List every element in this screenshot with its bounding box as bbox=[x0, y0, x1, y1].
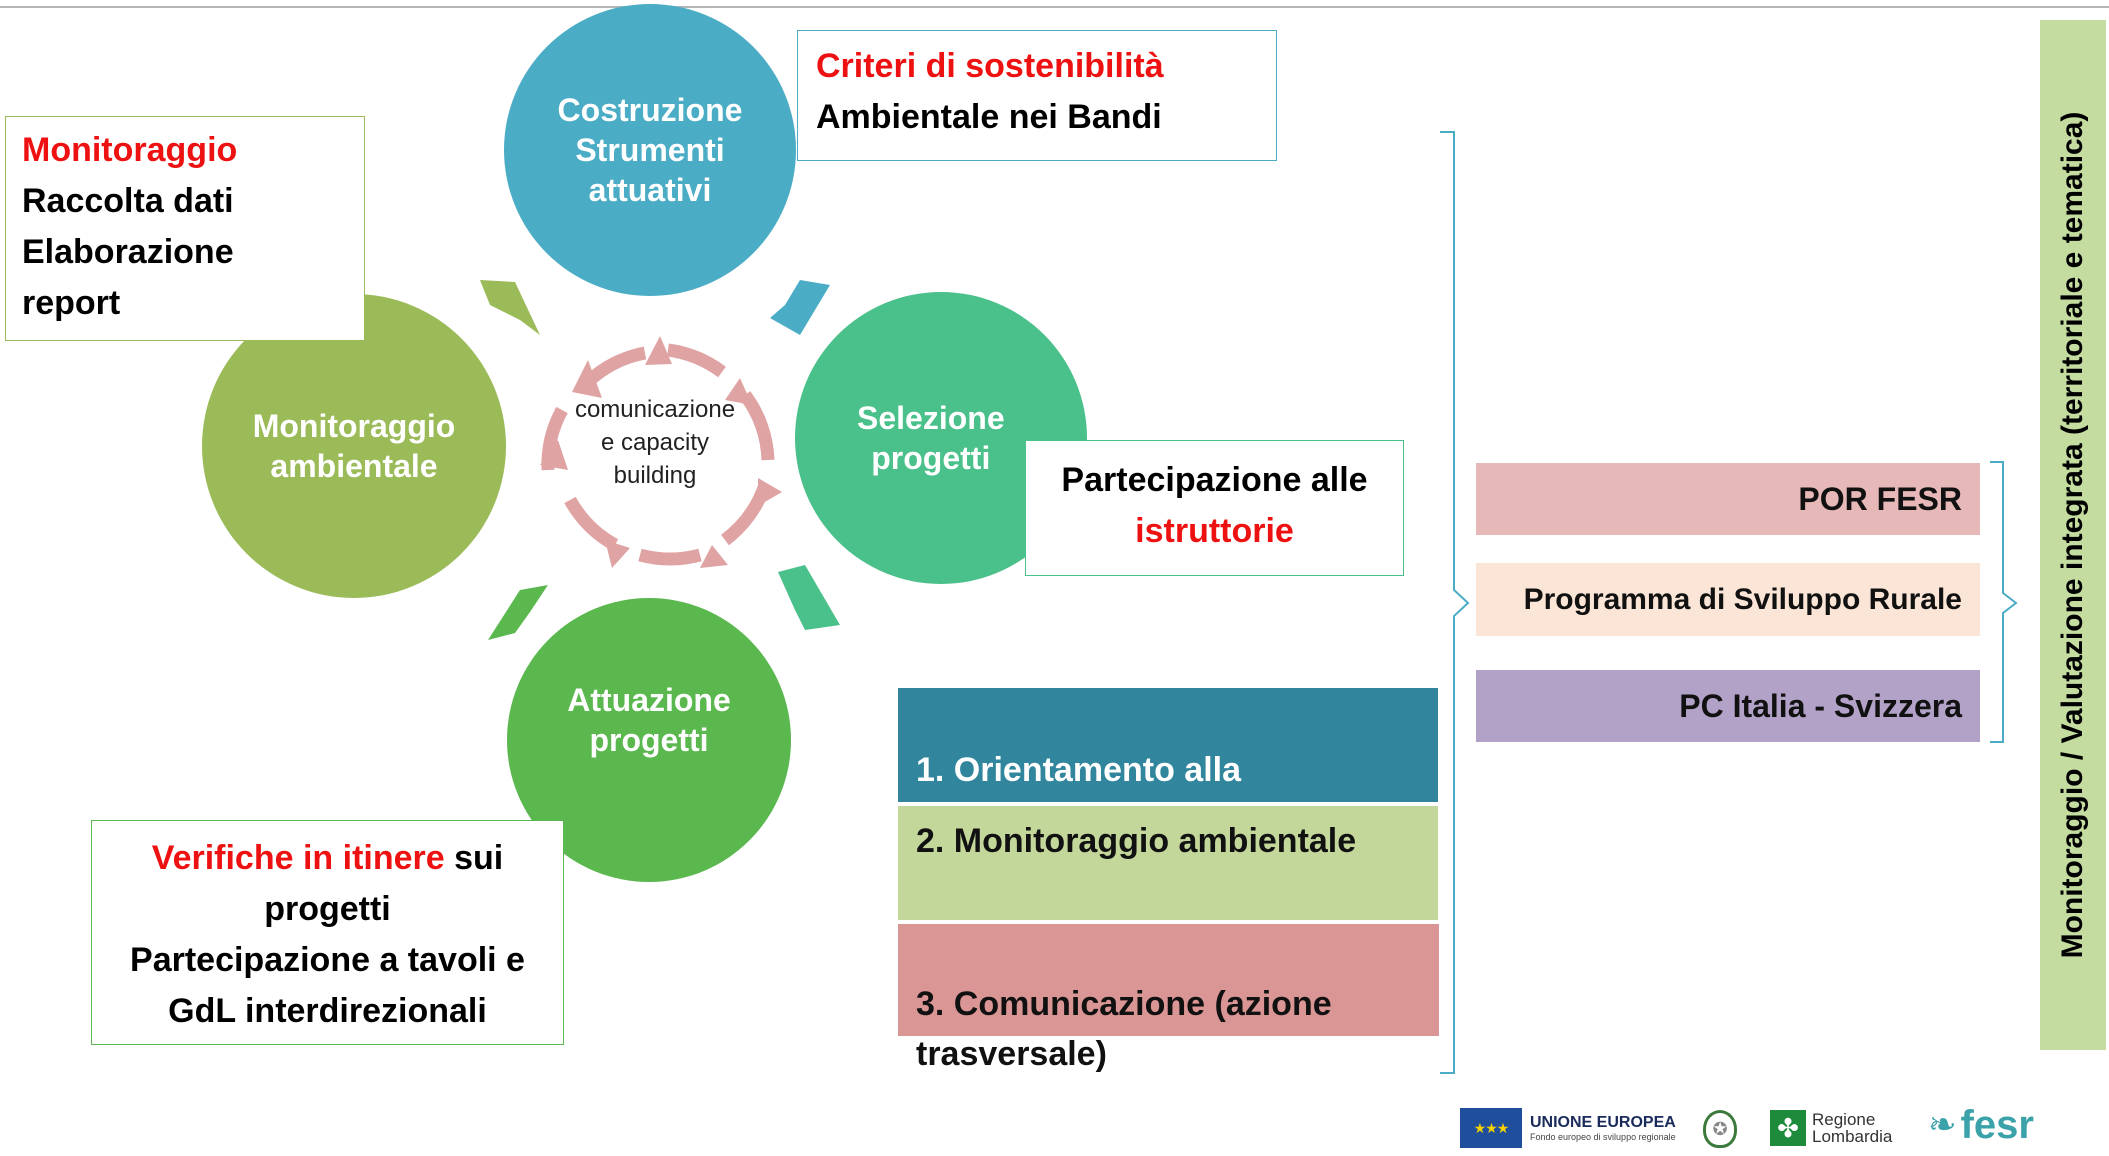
programme-psr-label: Programma di Sviluppo Rurale bbox=[1523, 582, 1962, 616]
monitoraggio-line-1: Raccolta dati bbox=[22, 182, 234, 220]
eu-flag-icon: ★★★ bbox=[1460, 1108, 1522, 1148]
callout-criteri: Criteri di sostenibilità Ambientale nei … bbox=[797, 30, 1277, 161]
criteri-red: Criteri di sostenibilità bbox=[816, 47, 1164, 85]
regione-text: Regione Lombardia bbox=[1812, 1111, 1892, 1145]
monitoraggio-line-2: Elaborazione bbox=[22, 233, 234, 271]
regione-line-2: Lombardia bbox=[1812, 1127, 1893, 1146]
logo-fesr: ❧ fesr bbox=[1928, 1103, 2034, 1147]
action-monitoraggio-label: 2. Monitoraggio ambientale bbox=[916, 822, 1357, 860]
logo-regione: ✤ Regione Lombardia bbox=[1770, 1110, 1892, 1146]
programme-por-fesr: POR FESR bbox=[1476, 463, 1980, 535]
emblem-italy-icon: ✪ bbox=[1703, 1110, 1737, 1148]
verifiche-black: sui bbox=[444, 839, 504, 877]
eu-subtitle: Fondo europeo di sviluppo regionale bbox=[1530, 1132, 1676, 1142]
regione-rose-icon: ✤ bbox=[1770, 1110, 1806, 1146]
regione-line-1: Regione bbox=[1812, 1110, 1876, 1129]
callout-monitoraggio: Monitoraggio Raccolta dati Elaborazione … bbox=[5, 116, 365, 341]
side-label-text: Monitoraggio / Valutazione integrata (te… bbox=[2056, 111, 2089, 959]
programme-por-fesr-label: POR FESR bbox=[1798, 480, 1962, 517]
monitoraggio-red: Monitoraggio bbox=[22, 131, 238, 169]
action-comunicazione: 3. Comunicazione (azione trasversale) bbox=[898, 924, 1439, 1073]
programme-italia-svizzera: PC Italia - Svizzera bbox=[1476, 670, 1980, 742]
verifiche-line-3: GdL interdirezionali bbox=[168, 992, 487, 1030]
action-monitoraggio: 2. Monitoraggio ambientale bbox=[898, 806, 1438, 920]
top-divider bbox=[0, 6, 2109, 8]
cycle-ring-heads bbox=[540, 336, 782, 568]
stage-monitoraggio: Monitoraggio ambientale bbox=[202, 294, 506, 598]
brace-programmes bbox=[1990, 461, 2018, 743]
eu-title: UNIONE EUROPEA bbox=[1530, 1114, 1676, 1131]
programme-italia-svizzera-label: PC Italia - Svizzera bbox=[1679, 687, 1962, 724]
brace-actions bbox=[1440, 131, 1470, 1074]
arrow-attuazione-to-monitor bbox=[488, 585, 548, 640]
monitoraggio-line-3: report bbox=[22, 284, 121, 322]
arrow-costruzione-to-selezione bbox=[770, 280, 830, 335]
logo-eu: ★★★ UNIONE EUROPEA Fondo europeo di svil… bbox=[1460, 1108, 1676, 1148]
istruttorie-black: Partecipazione alle bbox=[1061, 461, 1368, 499]
verifiche-line-1: progetti bbox=[264, 890, 391, 928]
action-comunicazione-label: 3. Comunicazione (azione trasversale) bbox=[916, 985, 1332, 1073]
programme-psr: Programma di Sviluppo Rurale bbox=[1476, 563, 1980, 636]
verifiche-line-2: Partecipazione a tavoli e bbox=[130, 941, 525, 979]
eu-text: UNIONE EUROPEA Fondo europeo di sviluppo… bbox=[1530, 1114, 1676, 1142]
callout-verifiche: Verifiche in itinere sui progetti Partec… bbox=[91, 820, 564, 1045]
arrow-selezione-to-attuazione bbox=[778, 565, 840, 630]
side-label-box: Monitoraggio / Valutazione integrata (te… bbox=[2040, 20, 2106, 1050]
stage-costruzione: Costruzione Strumenti attuativi bbox=[504, 4, 796, 296]
cycle-center-label: comunicazione e capacity building bbox=[545, 393, 765, 492]
fesr-leaf-icon: ❧ bbox=[1928, 1106, 1957, 1144]
center-line-2: e capacity bbox=[600, 429, 710, 456]
center-line-3: building bbox=[613, 462, 697, 489]
callout-istruttorie: Partecipazione alle istruttorie bbox=[1025, 440, 1404, 576]
arrow-monitor-to-costruzione bbox=[480, 280, 540, 335]
verifiche-red: Verifiche in itinere bbox=[151, 839, 445, 877]
criteri-black: Ambientale nei Bandi bbox=[816, 98, 1162, 136]
center-line-1: comunicazione bbox=[574, 396, 736, 423]
fesr-text: fesr bbox=[1960, 1103, 2034, 1147]
verifiche-first-line: Verifiche in itinere sui bbox=[92, 833, 563, 884]
action-orientamento: 1. Orientamento alla sostenibilità ambie… bbox=[898, 688, 1438, 839]
istruttorie-red: istruttorie bbox=[1135, 512, 1294, 550]
